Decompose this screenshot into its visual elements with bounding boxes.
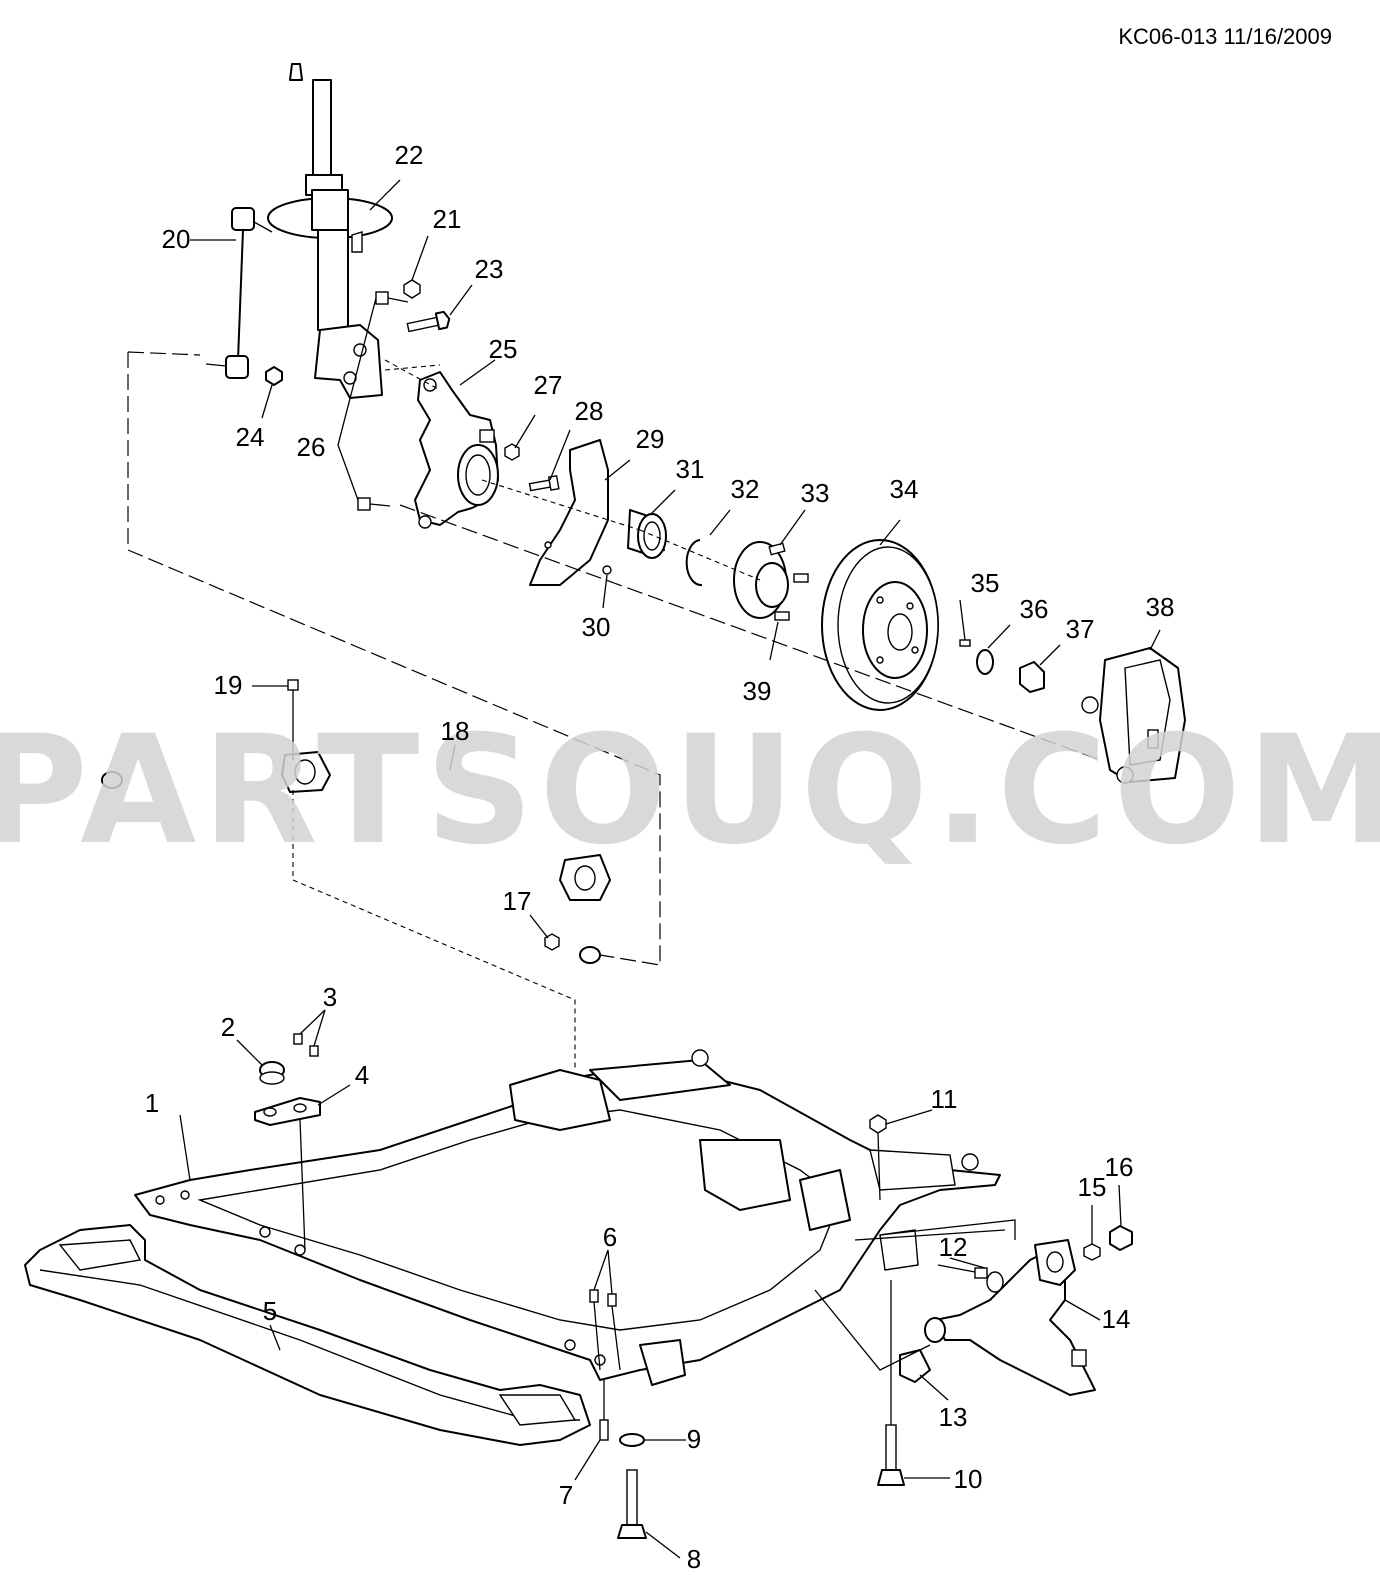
reference-lines	[127, 351, 1101, 1371]
snap-ring	[685, 539, 703, 587]
knuckle-bolts	[357, 291, 560, 511]
callout-6: 6	[603, 1222, 617, 1252]
document-id: KC06-013 11/16/2009	[1118, 24, 1332, 49]
callout-3: 3	[323, 982, 337, 1012]
callout-12: 12	[939, 1232, 968, 1262]
callout-37: 37	[1066, 614, 1095, 644]
callout-17: 17	[503, 886, 532, 916]
control-arm-bolts	[869, 1114, 905, 1486]
callout-36: 36	[1020, 594, 1049, 624]
brake-caliper	[1081, 647, 1186, 784]
callout-14: 14	[1102, 1304, 1131, 1334]
callout-9: 9	[687, 1424, 701, 1454]
callout-27: 27	[534, 370, 563, 400]
wheel-hub	[733, 541, 809, 621]
strut-assembly	[267, 63, 393, 399]
shield-screw	[602, 565, 612, 575]
callout-32: 32	[731, 474, 760, 504]
callout-leaders	[179, 179, 1161, 1559]
callout-33: 33	[801, 478, 830, 508]
callout-39: 39	[743, 676, 772, 706]
callout-28: 28	[575, 396, 604, 426]
callout-8: 8	[687, 1544, 701, 1574]
stabilizer-bar	[101, 679, 633, 964]
front-crossmember	[134, 1049, 1001, 1386]
stabilizer-link	[205, 207, 273, 379]
steering-knuckle	[414, 371, 499, 529]
callout-labels: 1 2 3 4 5 6 7 8 9 10 11 12 13 14 15 16 1…	[145, 140, 1175, 1574]
callout-16: 16	[1105, 1152, 1134, 1182]
front-reinforcement-beam	[24, 1224, 591, 1446]
callout-11: 11	[931, 1084, 958, 1114]
callout-35: 35	[971, 568, 1000, 598]
callout-4: 4	[355, 1060, 369, 1090]
callout-5: 5	[263, 1296, 277, 1326]
callout-26: 26	[297, 432, 326, 462]
callout-10: 10	[954, 1464, 983, 1494]
callout-1: 1	[145, 1088, 159, 1118]
callout-29: 29	[636, 424, 665, 454]
callout-2: 2	[221, 1012, 235, 1042]
callout-25: 25	[489, 334, 518, 364]
watermark-text: PARTSOUQ.COM	[0, 704, 1380, 878]
brake-rotor	[821, 539, 939, 711]
callout-19: 19	[214, 670, 243, 700]
callout-24: 24	[236, 422, 265, 452]
lower-control-arm	[899, 1225, 1133, 1396]
callout-23: 23	[475, 254, 504, 284]
splash-shield	[529, 439, 609, 586]
callout-13: 13	[939, 1402, 968, 1432]
hub-hardware	[959, 639, 1045, 693]
callout-21: 21	[433, 204, 462, 234]
callout-20: 20	[162, 224, 191, 254]
callout-18: 18	[441, 716, 470, 746]
wheel-bearing	[627, 509, 667, 559]
crossmember-bolts	[589, 1289, 647, 1539]
mount-hardware	[254, 1033, 321, 1251]
callout-7: 7	[559, 1480, 573, 1510]
callout-15: 15	[1078, 1172, 1107, 1202]
callout-31: 31	[676, 454, 705, 484]
callout-38: 38	[1146, 592, 1175, 622]
callout-34: 34	[890, 474, 919, 504]
callout-30: 30	[582, 612, 611, 642]
callout-22: 22	[395, 140, 424, 170]
